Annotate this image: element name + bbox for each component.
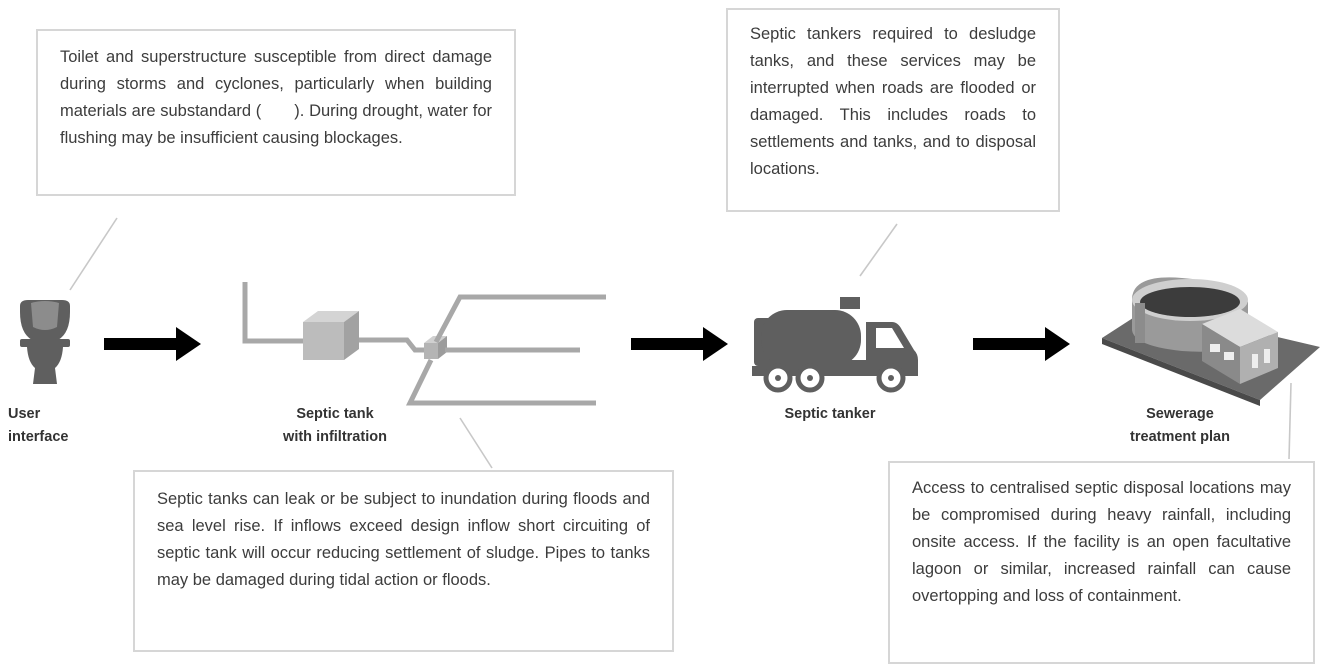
leader-line-tanker <box>859 223 898 277</box>
toilet-icon <box>20 300 70 384</box>
callout-text: Access to centralised septic disposal lo… <box>912 479 1291 605</box>
callout-tanker: Septic tankers required to desludge tank… <box>726 8 1060 212</box>
septic-tank-icon <box>242 282 606 406</box>
flow-arrow-1 <box>104 327 201 361</box>
stage-label-treatment-plant: Sewerage treatment plan <box>1100 403 1260 449</box>
flow-arrow-3 <box>973 327 1070 361</box>
flow-arrow-2 <box>631 327 728 361</box>
callout-text: Septic tankers required to desludge tank… <box>750 25 1036 178</box>
stage-label-text: Septic tank with infiltration <box>283 406 387 445</box>
callout-text: Septic tanks can leak or be subject to i… <box>157 490 650 589</box>
callout-septic-tank: Septic tanks can leak or be subject to i… <box>133 470 674 652</box>
stage-label-septic-tank: Septic tank with infiltration <box>250 403 420 449</box>
tanker-truck-icon <box>752 297 918 393</box>
callout-treatment-plant: Access to centralised septic disposal lo… <box>888 461 1315 664</box>
stage-label-user-interface: User interface <box>4 403 88 449</box>
callout-text: Toilet and superstructure susceptible fr… <box>60 48 492 147</box>
stage-label-septic-tanker: Septic tanker <box>760 403 900 426</box>
leader-line-septic <box>459 417 493 469</box>
stage-label-text: User interface <box>8 406 69 445</box>
treatment-plant-icon <box>1102 277 1320 406</box>
stage-label-text: Septic tanker <box>784 406 876 422</box>
callout-toilet: Toilet and superstructure susceptible fr… <box>36 29 516 196</box>
stage-label-text: Sewerage treatment plan <box>1130 406 1230 445</box>
leader-line-toilet <box>69 217 118 291</box>
leader-line-treatment <box>1288 382 1292 460</box>
